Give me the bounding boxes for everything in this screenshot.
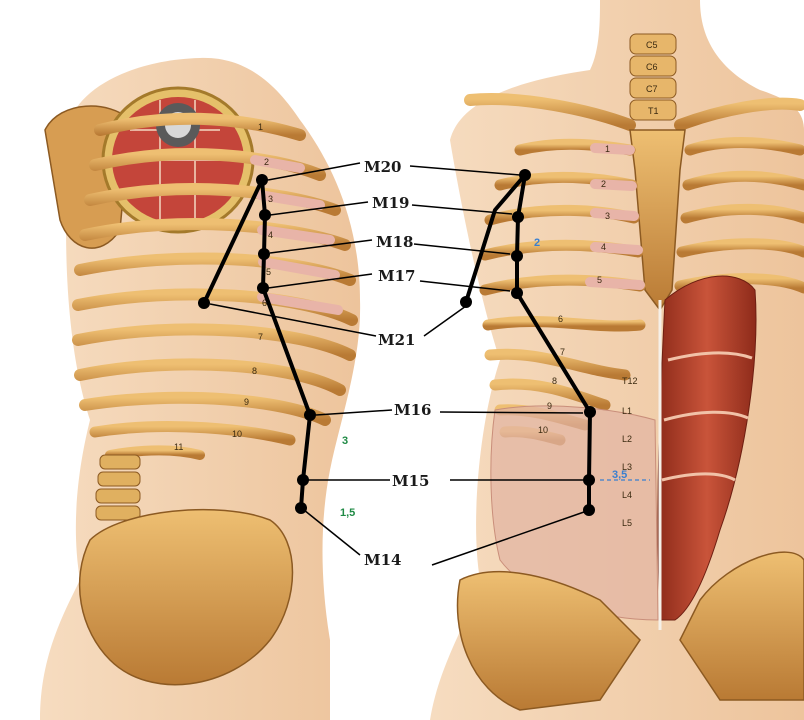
vertebra-label: C5 bbox=[646, 40, 658, 50]
point-dot-m16-right bbox=[584, 406, 596, 418]
point-dot-m15-right bbox=[583, 474, 595, 486]
point-dot-m20-right bbox=[519, 169, 531, 181]
side-rib-number: 10 bbox=[232, 429, 242, 439]
point-dot-m21-right bbox=[460, 296, 472, 308]
point-dot-m18-left bbox=[258, 248, 270, 260]
measure-left-lower: 1,5 bbox=[340, 507, 355, 519]
label-m19: M19 bbox=[372, 194, 409, 212]
side-rib-number: 1 bbox=[258, 122, 263, 132]
front-rib-number: 5 bbox=[597, 275, 602, 285]
point-dot-m14-left bbox=[295, 502, 307, 514]
point-dot-m21-left bbox=[198, 297, 210, 309]
point-dot-m19-left bbox=[259, 209, 271, 221]
point-dot-m18-right bbox=[511, 250, 523, 262]
lumbar-label: L4 bbox=[622, 490, 632, 500]
side-rib-number: 2 bbox=[264, 157, 269, 167]
point-dot-m17-left bbox=[257, 282, 269, 294]
label-m20: M20 bbox=[364, 158, 401, 176]
front-view-figure: C5 C6 C7 T1 bbox=[430, 0, 804, 720]
point-dot-m17-right bbox=[511, 287, 523, 299]
front-rib-number: 8 bbox=[552, 376, 557, 386]
measure-right-small: 2 bbox=[534, 237, 540, 249]
lumbar-label: L1 bbox=[622, 406, 632, 416]
point-dot-m20-left bbox=[256, 174, 268, 186]
side-rib-number: 7 bbox=[258, 332, 263, 342]
front-rib-number: 2 bbox=[601, 179, 606, 189]
label-m16: M16 bbox=[394, 401, 431, 419]
point-dot-m16-left bbox=[304, 409, 316, 421]
label-m21: M21 bbox=[378, 331, 415, 349]
label-m14: M14 bbox=[364, 551, 401, 569]
label-m15: M15 bbox=[392, 472, 429, 490]
measure-left-upper: 3 bbox=[342, 435, 348, 447]
side-rib-number: 3 bbox=[268, 194, 273, 204]
point-dot-m15-left bbox=[297, 474, 309, 486]
front-rib-number: 9 bbox=[547, 401, 552, 411]
side-rib-number: 4 bbox=[268, 230, 273, 240]
side-rib-number: 5 bbox=[266, 267, 271, 277]
measure-right-middle: 3,5 bbox=[612, 469, 627, 481]
lumbar-label: T12 bbox=[622, 376, 638, 386]
side-rib-number: 11 bbox=[174, 442, 183, 452]
front-rib-number: 10 bbox=[538, 425, 548, 435]
point-dot-m14-right bbox=[583, 504, 595, 516]
vertebra-label: C7 bbox=[646, 84, 658, 94]
label-m18: M18 bbox=[376, 233, 413, 251]
front-rib-number: 4 bbox=[601, 242, 606, 252]
front-rib-number: 3 bbox=[605, 211, 610, 221]
label-m17: M17 bbox=[378, 267, 415, 285]
front-rib-number: 1 bbox=[605, 144, 610, 154]
vertebra-label: C6 bbox=[646, 62, 658, 72]
side-rib-number: 9 bbox=[244, 397, 249, 407]
point-dot-m19-right bbox=[512, 211, 524, 223]
front-rib-number: 7 bbox=[560, 347, 565, 357]
lumbar-label: L2 bbox=[622, 434, 632, 444]
vertebra-label: T1 bbox=[648, 106, 659, 116]
point-labels: M20 M19 M18 M17 M21 M16 M15 M14 bbox=[364, 158, 431, 569]
front-rib-number: 6 bbox=[558, 314, 563, 324]
lumbar-label: L5 bbox=[622, 518, 632, 528]
side-view-figure: 1 2 3 4 5 6 7 8 9 10 11 bbox=[40, 58, 360, 720]
side-rib-number: 8 bbox=[252, 366, 257, 376]
